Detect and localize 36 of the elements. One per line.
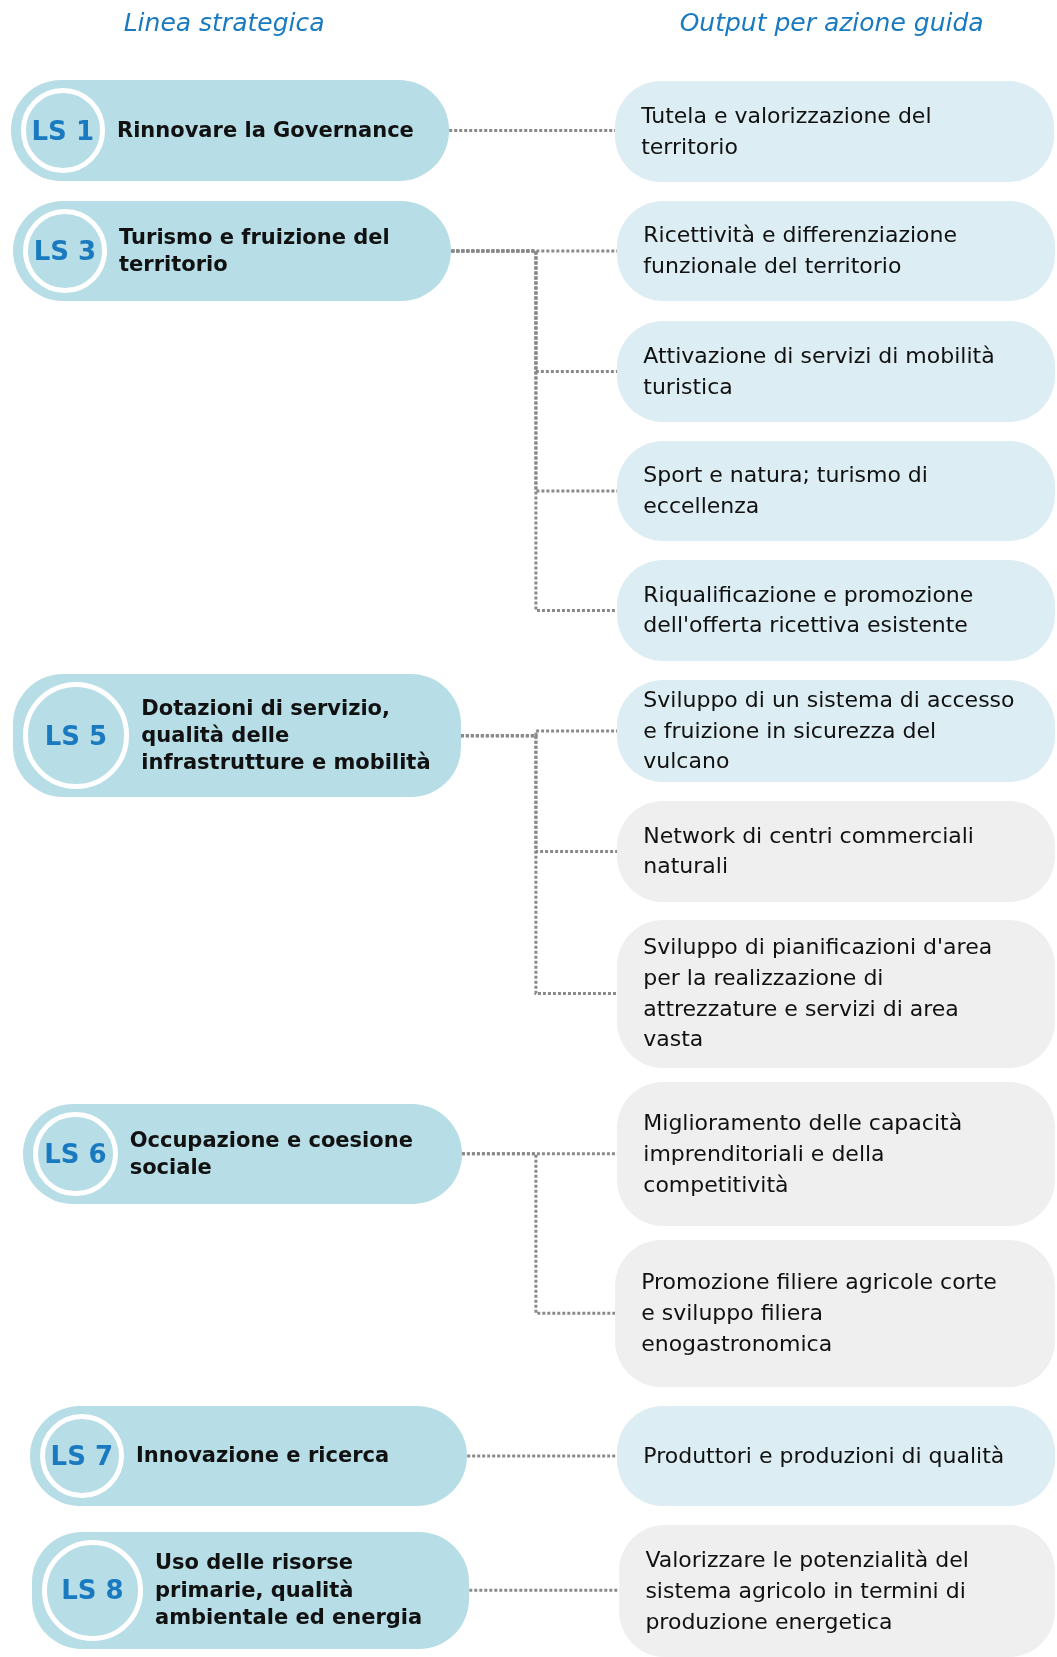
output-text: Sviluppo di un sistema di accesso e fruizione in sicurezza del vulcano — [643, 685, 1015, 776]
line-title: Dotazioni di servizio, qualità delle infrastrutture e mobilità — [141, 694, 432, 777]
output-text: Riqualificazione e promozione dell'offerta ricettiva esistente — [643, 580, 975, 640]
dotted-connector — [461, 1152, 616, 1315]
dotted-connector — [469, 1588, 620, 1592]
line-title: Turismo e fruizione del territorio — [119, 223, 391, 279]
dotted-connector — [460, 734, 618, 996]
output-text: Tutela e valorizzazione del territorio — [641, 101, 933, 161]
column-heading: Output per azione guida — [679, 8, 984, 38]
output-text: Ricettività e differenziazione funzionale del territorio — [643, 221, 958, 281]
output-text: Produttori e produzioni di qualità — [643, 1441, 1005, 1470]
output-text: Valorizzare le potenzialità del sistema agricolo in termini di produzione energetica — [645, 1546, 970, 1636]
dotted-connector — [449, 129, 616, 133]
line-number-badge: LS 5 — [22, 682, 130, 789]
line-number-badge: LS 8 — [41, 1539, 143, 1641]
output-text: Network di centri commerciali naturali — [643, 821, 975, 881]
line-title: Uso delle risorse primarie, qualità ambientale ed energia — [155, 1549, 424, 1631]
output-box — [615, 1239, 1055, 1387]
output-text: Miglioramento delle capacità imprenditoriali e della competitività — [643, 1109, 964, 1199]
line-number-badge: LS 3 — [22, 208, 108, 294]
column-heading: Linea strategica — [123, 8, 325, 38]
dotted-connector — [451, 249, 618, 612]
output-text: Promozione filiere agricole corte e sviluppo filiera enogastronomica — [641, 1268, 998, 1358]
line-number-badge: LS 6 — [33, 1111, 118, 1196]
line-number-badge: LS 7 — [39, 1413, 124, 1499]
line-number-badge: LS 1 — [20, 88, 105, 173]
output-text: Sviluppo di pianificazioni d'area per la realizzazione di attrezzature e servizi di area vasta — [643, 932, 994, 1054]
line-title: Rinnovare la Governance — [116, 116, 415, 144]
output-box — [619, 1525, 1055, 1657]
line-title: Occupazione e coesione sociale — [129, 1126, 414, 1181]
output-box — [617, 919, 1055, 1068]
dotted-connector — [467, 1454, 618, 1458]
output-text: Sport e natura; turismo di eccellenza — [643, 461, 929, 520]
output-text: Attivazione di servizi di mobilità turistica — [643, 341, 996, 401]
line-title: Innovazione e ricerca — [136, 1442, 391, 1470]
strategic-line-pill — [12, 674, 461, 797]
